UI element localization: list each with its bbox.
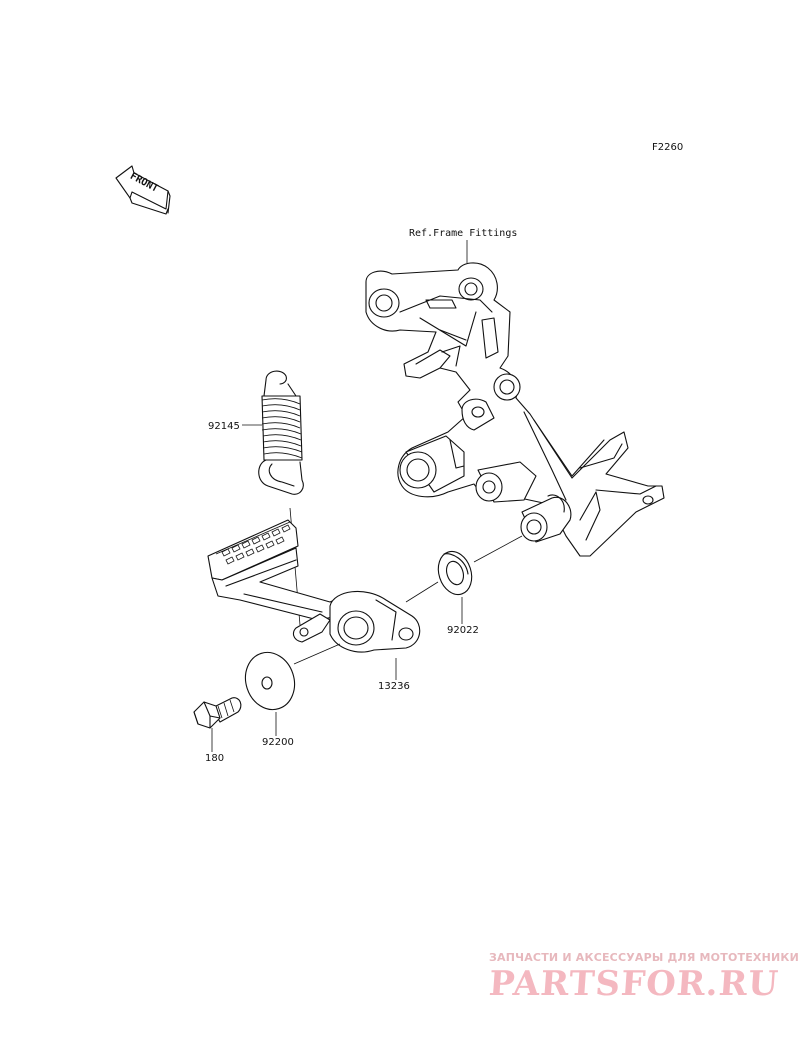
part-number-92200: 92200 [262,737,294,748]
brake-pedal-13236 [207,519,421,653]
part-number-92145: 92145 [208,421,240,432]
watermark-tagline: ЗАПЧАСТИ И АКСЕССУАРЫ ДЛЯ МОТОТЕХНИКИ [489,951,799,964]
diagram-code: F2260 [652,142,683,153]
washer-92200 [244,651,296,711]
part-number-180: 180 [205,753,224,764]
part-number-92022: 92022 [447,625,479,636]
part-number-13236: 13236 [378,681,410,692]
return-spring-92145 [258,370,304,495]
frame-bracket [365,262,665,557]
bolt-180 [193,697,242,729]
washer-92022 [437,550,473,596]
front-arrow-icon: FRONT [115,165,171,215]
watermark-brand: PARTSFOR.RU [487,964,781,1004]
ref-frame-fittings-label: Ref.Frame Fittings [409,228,517,239]
